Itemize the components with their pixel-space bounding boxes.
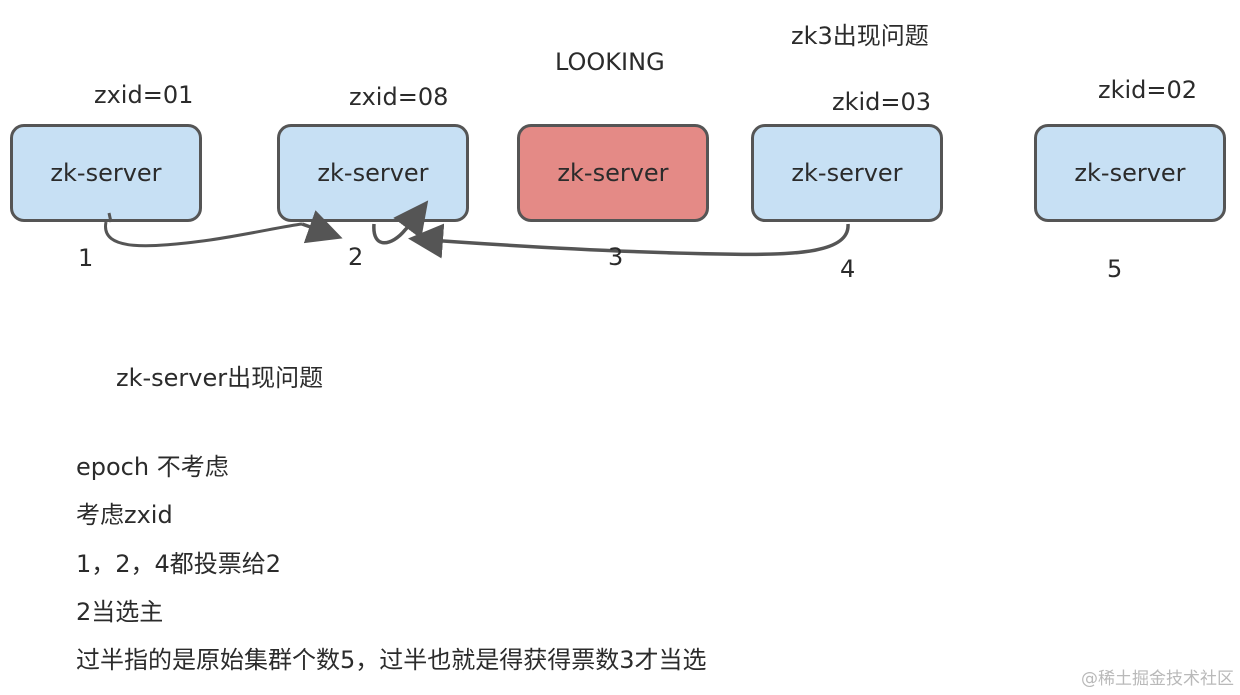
server-1-number: 1	[78, 244, 94, 272]
server-2-zxid: zxid=08	[349, 83, 449, 111]
note-line: 过半指的是原始集群个数5，过半也就是得获得票数3才当选	[76, 646, 707, 674]
arrow-start-tick	[107, 212, 113, 223]
server-4-zxid: zkid=03	[832, 88, 932, 116]
vote-arrow-4-to-2	[408, 223, 850, 259]
issue-title: zk3出现问题	[791, 22, 929, 50]
watermark: @稀土掘金技术社区	[1081, 669, 1234, 689]
server-1-zxid: zxid=01	[94, 81, 194, 109]
note-line: 2当选主	[76, 598, 164, 626]
server-2-number: 2	[348, 243, 364, 271]
vote-arrow-2-self	[372, 200, 429, 245]
server-3-label: zk-server	[557, 159, 669, 187]
vote-arrow-1-to-2-head	[301, 210, 343, 244]
server-5-number: 5	[1107, 255, 1123, 283]
server-5-box: zk-server	[1034, 124, 1226, 222]
notes-heading: zk-server出现问题	[116, 364, 324, 392]
note-line: epoch 不考虑	[76, 453, 229, 481]
server-5-zxid: zkid=02	[1098, 76, 1198, 104]
note-line: 考虑zxid	[76, 501, 173, 529]
server-2-label: zk-server	[317, 159, 429, 187]
looking-label: LOOKING	[555, 48, 665, 76]
server-2-box: zk-server	[277, 124, 469, 222]
server-5-label: zk-server	[1074, 159, 1186, 187]
server-1-box: zk-server	[10, 124, 202, 222]
server-4-label: zk-server	[791, 159, 903, 187]
vote-arrow-1-to-2	[104, 221, 303, 248]
server-4-box: zk-server	[751, 124, 943, 222]
server-3-box: zk-server	[517, 124, 709, 222]
server-4-number: 4	[840, 255, 856, 283]
server-3-number: 3	[608, 243, 624, 271]
note-line: 1，2，4都投票给2	[76, 550, 282, 578]
server-1-label: zk-server	[50, 159, 162, 187]
